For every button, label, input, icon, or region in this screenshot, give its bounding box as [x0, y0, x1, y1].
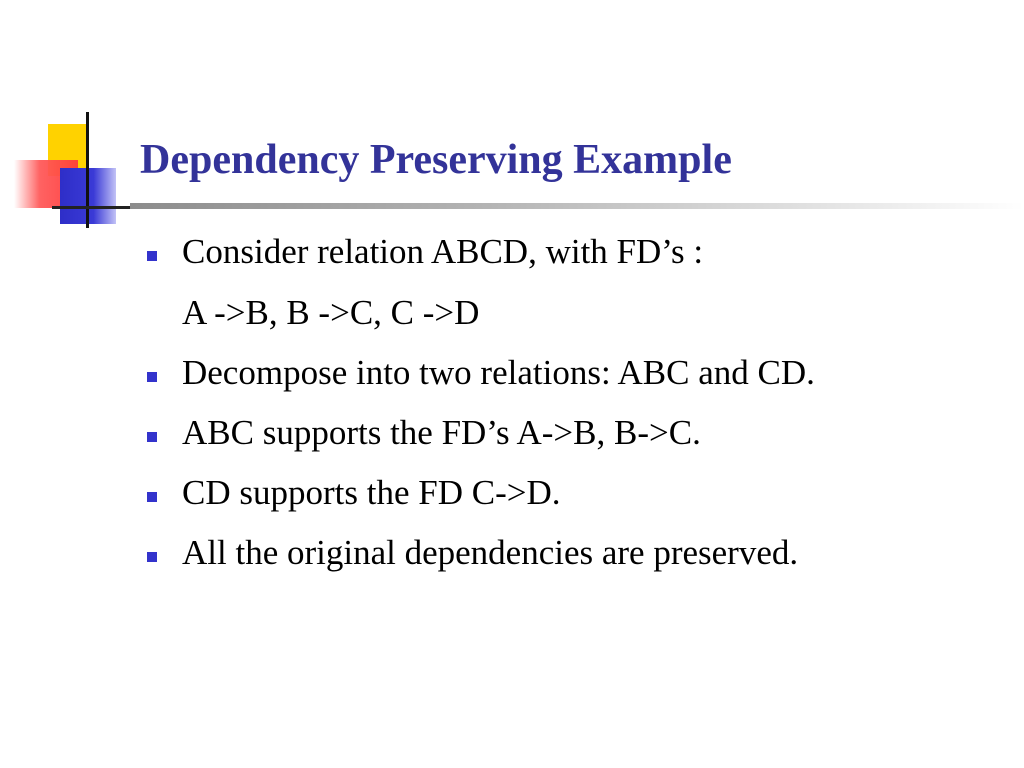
bullet-item: Decompose into two relations: ABC and CD… — [145, 353, 1005, 393]
bullet-item: Consider relation ABCD, with FD’s : A ->… — [145, 232, 1005, 333]
square-bullet-icon — [147, 251, 157, 261]
vertical-line — [86, 112, 89, 228]
square-bullet-icon — [147, 492, 157, 502]
square-bullet-icon — [147, 432, 157, 442]
color-blocks-logo-icon — [0, 0, 140, 240]
bullet-item: CD supports the FD C->D. — [145, 473, 1005, 513]
bullet-text: All the original dependencies are preser… — [182, 533, 799, 572]
title-underline — [130, 203, 1024, 209]
bullet-list: Consider relation ABCD, with FD’s : A ->… — [145, 232, 1005, 593]
bullet-text: CD supports the FD C->D. — [182, 473, 561, 512]
horizontal-line — [52, 206, 132, 209]
slide-title: Dependency Preserving Example — [140, 137, 732, 183]
bullet-item: ABC supports the FD’s A->B, B->C. — [145, 413, 1005, 453]
bullet-item: All the original dependencies are preser… — [145, 533, 1005, 573]
square-bullet-icon — [147, 372, 157, 382]
bullet-text: ABC supports the FD’s A->B, B->C. — [182, 413, 701, 452]
bullet-text: Decompose into two relations: ABC and CD… — [182, 353, 815, 392]
square-bullet-icon — [147, 552, 157, 562]
bullet-continuation-text: A ->B, B ->C, C ->D — [182, 293, 480, 332]
bullet-text: Consider relation ABCD, with FD’s : — [182, 232, 704, 271]
